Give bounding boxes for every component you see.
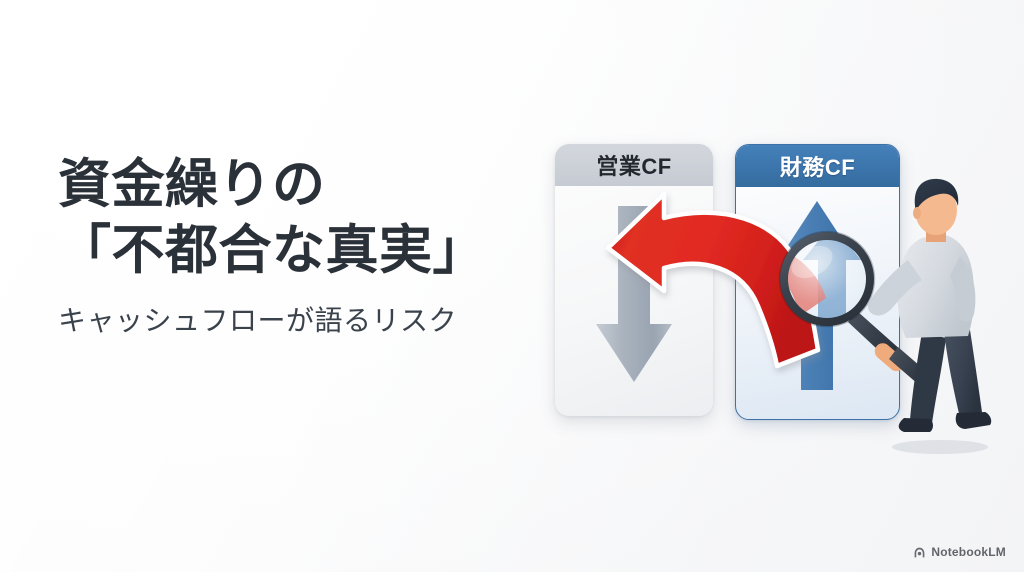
notebooklm-icon	[914, 547, 925, 557]
page-title-line-2: 「不都合な真実」	[58, 221, 486, 280]
analyst-figure-icon	[867, 178, 992, 454]
red-curved-flow-arrow-icon	[605, 191, 821, 369]
notebooklm-logo: NotebookLM	[913, 545, 1006, 559]
card-financing-cf-label: 財務CF	[779, 155, 856, 180]
card-operating-cf-header: 営業CF	[555, 144, 713, 186]
magnifying-glass-icon	[778, 230, 935, 391]
card-financing-cf-header: 財務CF	[736, 145, 899, 187]
page-title-line-1: 資金繰りの	[58, 155, 326, 214]
page-subtitle: キャッシュフローが語るリスク	[58, 305, 458, 336]
operating-cf-down-arrow-icon	[596, 206, 672, 382]
card-operating-cf-label: 営業CF	[596, 154, 672, 179]
notebooklm-logo-text: NotebookLM	[931, 545, 1006, 559]
title-block: 資金繰りの 「不都合な真実」 キャッシュフローが語るリスク	[58, 152, 528, 338]
cashflow-illustration: 営業CF 財務CF	[530, 120, 1000, 470]
